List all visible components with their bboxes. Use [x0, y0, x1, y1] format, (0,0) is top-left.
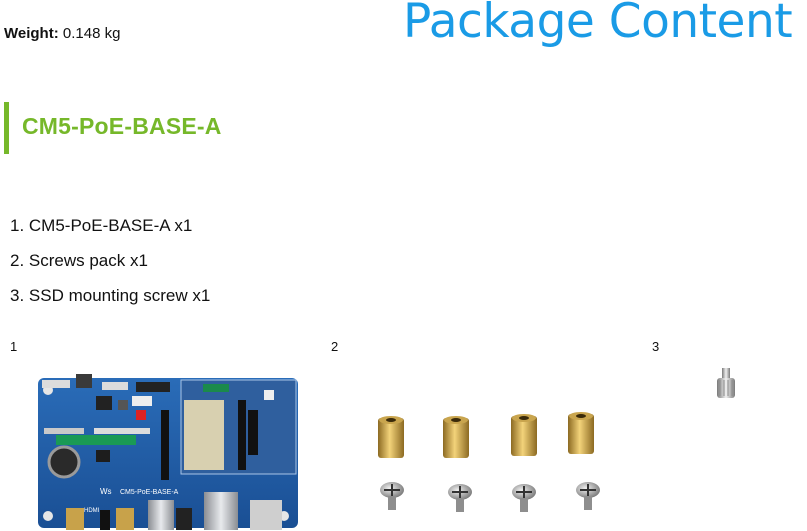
board-port-label: HDMI	[84, 508, 100, 514]
weight-info: Weight: 0.148 kg	[4, 25, 120, 42]
page-title: Package Content	[403, 0, 793, 49]
section-accent-bar	[4, 102, 9, 154]
screw-icon	[380, 482, 404, 510]
package-contents-list: 1. CM5-PoE-BASE-A x1 2. Screws pack x1 3…	[10, 208, 210, 313]
screw-icon	[512, 484, 536, 512]
section-title: CM5-PoE-BASE-A	[22, 113, 222, 139]
screws-image	[378, 412, 600, 512]
list-item: 1. CM5-PoE-BASE-A x1	[10, 216, 193, 235]
screw-icon	[576, 482, 600, 510]
figure-number-3: 3	[652, 339, 660, 354]
screw-icon	[448, 484, 472, 512]
board-logo: Ws	[100, 487, 112, 496]
ssd-screw-image	[717, 368, 735, 398]
figure-number-1: 1	[10, 339, 18, 354]
standoff-icon	[511, 414, 537, 456]
list-item: 2. Screws pack x1	[10, 251, 148, 270]
board-image: Ws CM5-PoE-BASE-A HDMI	[38, 374, 298, 530]
board-model-text: CM5-PoE-BASE-A	[120, 489, 179, 496]
list-item: 3. SSD mounting screw x1	[10, 286, 211, 305]
figure-number-2: 2	[331, 339, 339, 354]
standoff-icon	[443, 416, 469, 458]
standoff-icon	[568, 412, 594, 454]
standoff-icon	[378, 416, 404, 458]
weight-label: Weight:	[4, 25, 59, 42]
weight-value: 0.148 kg	[62, 25, 121, 42]
